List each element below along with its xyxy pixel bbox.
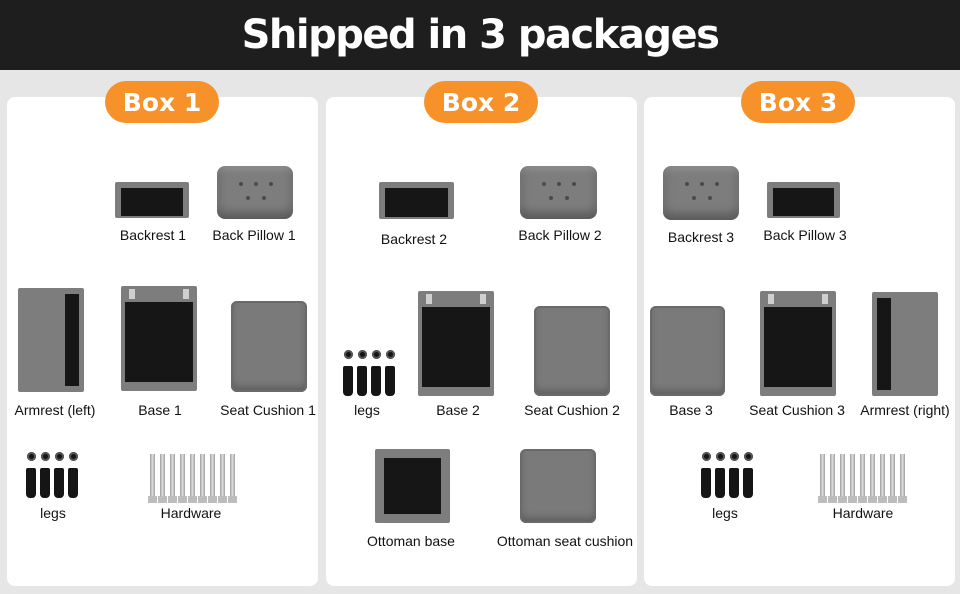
item-label: legs bbox=[40, 505, 66, 521]
back-pillow-2-image bbox=[520, 166, 597, 219]
base-2-image bbox=[418, 291, 494, 396]
item-label: Back Pillow 3 bbox=[763, 227, 847, 243]
item-label: Seat Cushion 1 bbox=[220, 402, 316, 418]
box-2-badge: Box 2 bbox=[424, 81, 538, 123]
item-label: Backrest 2 bbox=[380, 231, 448, 247]
backrest-1-image bbox=[115, 182, 189, 218]
armrest-right-image bbox=[872, 292, 938, 396]
seat-cushion-1-image bbox=[231, 301, 307, 392]
item-label: Seat Cushion 3 bbox=[749, 402, 845, 418]
item-label: Backrest 1 bbox=[119, 227, 187, 243]
base-1-image bbox=[121, 286, 197, 391]
armrest-left-image bbox=[18, 288, 84, 392]
item-label: Armrest (right) bbox=[860, 402, 950, 418]
legs-1-image bbox=[25, 452, 78, 500]
back-pillow-3-image bbox=[663, 166, 739, 220]
hardware-3-image bbox=[818, 454, 907, 504]
box-1-badge: Box 1 bbox=[105, 81, 219, 123]
box-3-badge: Box 3 bbox=[741, 81, 855, 123]
item-label: Base 3 bbox=[669, 402, 713, 418]
backrest-2-image bbox=[379, 182, 454, 219]
item-label: Back Pillow 1 bbox=[212, 227, 296, 243]
item-label: Base 1 bbox=[138, 402, 182, 418]
legs-3-image bbox=[700, 452, 753, 500]
ottoman-seat-cushion-image bbox=[520, 449, 596, 523]
backrest-3-image bbox=[767, 182, 840, 218]
hardware-1-image bbox=[148, 454, 237, 504]
item-label: legs bbox=[354, 402, 380, 418]
page-title: Shipped in 3 packages bbox=[241, 12, 720, 58]
item-label: Ottoman base bbox=[367, 533, 455, 549]
item-label: Hardware bbox=[160, 505, 222, 521]
item-label: Base 2 bbox=[436, 402, 480, 418]
item-label: legs bbox=[712, 505, 738, 521]
header-bar: Shipped in 3 packages bbox=[0, 0, 960, 70]
seat-cushion-2-image bbox=[534, 306, 610, 396]
back-pillow-1-image bbox=[217, 166, 293, 219]
item-label: Backrest 3 bbox=[667, 229, 735, 245]
item-label: Ottoman seat cushion bbox=[496, 533, 634, 549]
ottoman-base-image bbox=[375, 449, 450, 523]
legs-2-image bbox=[342, 350, 395, 398]
item-label: Hardware bbox=[832, 505, 894, 521]
base-3-image bbox=[650, 306, 725, 396]
item-label: Armrest (left) bbox=[14, 402, 96, 418]
item-label: Back Pillow 2 bbox=[518, 227, 602, 243]
seat-cushion-3-image bbox=[760, 291, 836, 396]
item-label: Seat Cushion 2 bbox=[524, 402, 620, 418]
